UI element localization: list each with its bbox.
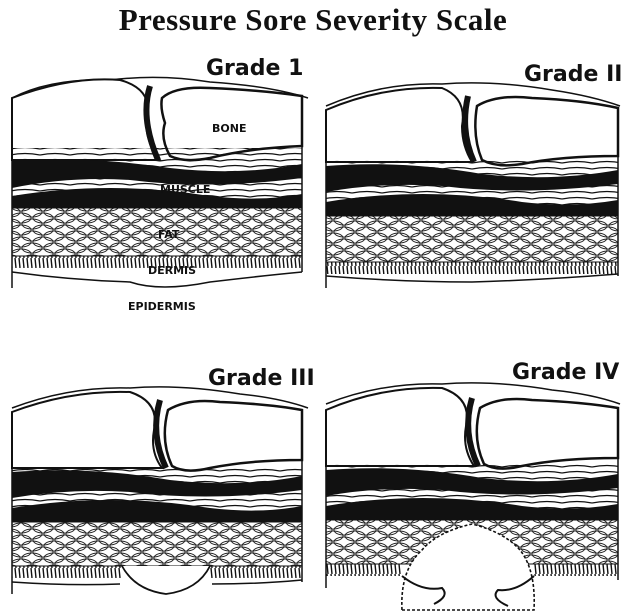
epidermis-layer — [326, 274, 618, 282]
grade-3-panel — [10, 378, 310, 614]
ulcer-crater — [122, 566, 210, 594]
bone-right — [475, 97, 618, 165]
bone-left — [326, 88, 472, 162]
page-title: Pressure Sore Severity Scale — [0, 2, 626, 38]
dermis-layer-right — [534, 564, 618, 576]
dermis-layer — [326, 262, 618, 274]
bone-left — [326, 388, 474, 466]
bone-right — [477, 399, 618, 469]
bone-left — [12, 79, 160, 160]
dermis-label: DERMIS — [148, 264, 196, 277]
fat-layer — [12, 522, 302, 566]
grade-4-panel — [322, 374, 622, 614]
bone-label: BONE — [212, 122, 246, 135]
grade-1-panel: BONE MUSCLE FAT DERMIS EPIDERMIS — [10, 68, 310, 318]
bone-right — [165, 401, 302, 471]
muscle-label: MUSCLE — [160, 183, 210, 196]
fat-layer — [326, 216, 618, 262]
grade-1-illustration: BONE MUSCLE FAT DERMIS EPIDERMIS — [10, 68, 310, 318]
grade-2-illustration — [322, 76, 622, 306]
epidermis-label: EPIDERMIS — [128, 300, 196, 313]
dermis-layer-left — [326, 564, 402, 576]
fat-label: FAT — [158, 228, 180, 241]
fat-layer — [12, 208, 302, 256]
grade-3-illustration — [10, 378, 310, 614]
grade-2-panel — [322, 76, 622, 306]
dermis-layer-right — [210, 566, 302, 578]
dermis-layer-left — [12, 566, 122, 578]
grade-4-illustration — [322, 374, 622, 614]
bone-left — [12, 392, 162, 468]
